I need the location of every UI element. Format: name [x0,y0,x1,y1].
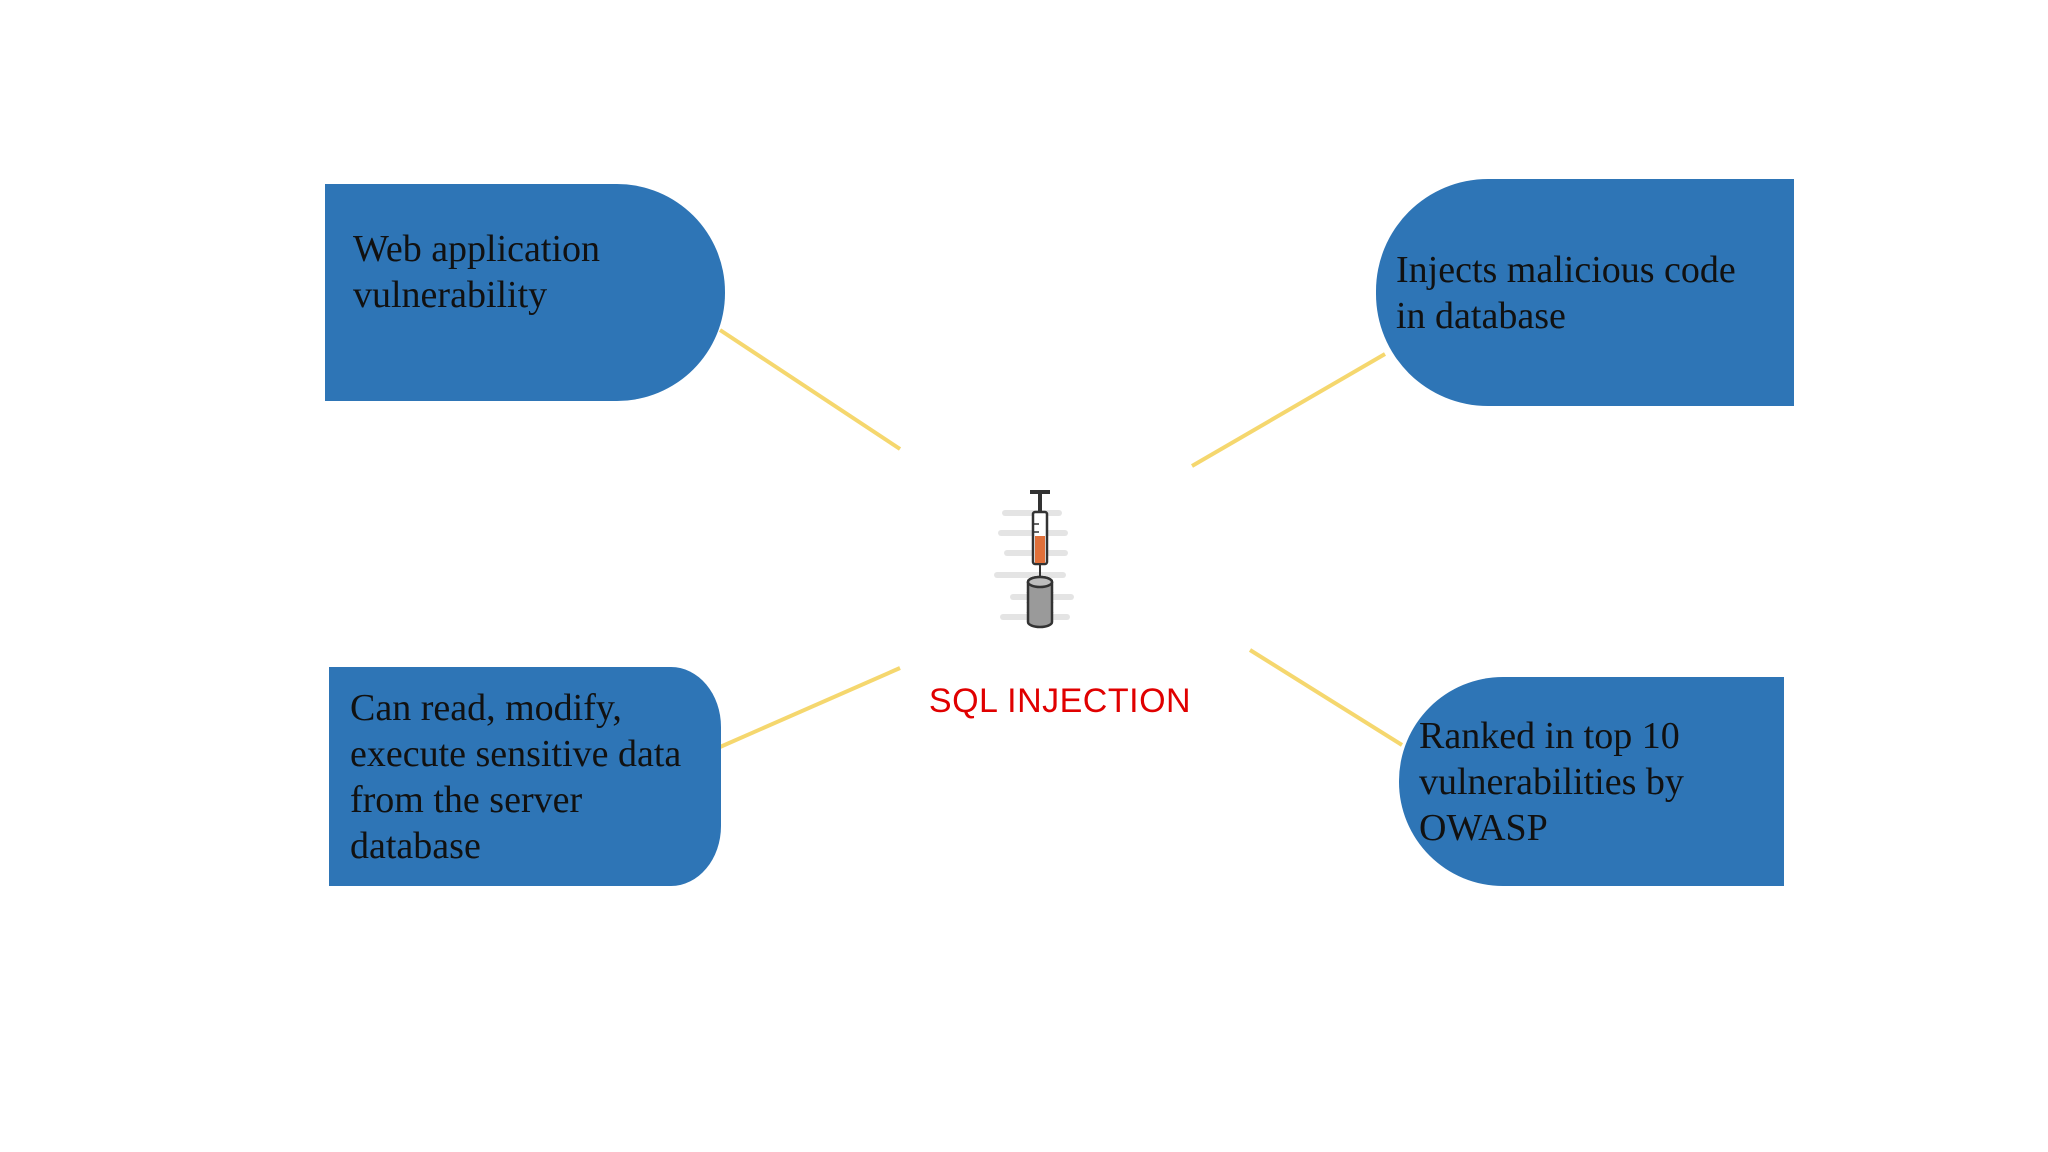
node-injects-malicious-code: Injects malicious code in database [1376,179,1794,406]
node-web-application-vulnerability: Web application vulnerability [325,184,725,401]
node-text: Web application vulnerability [353,228,601,316]
connector-bottom-left [719,666,901,749]
connector-top-right [1190,352,1387,468]
node-ranked-top-10-owasp: Ranked in top 10 vulnerabilities by OWAS… [1399,677,1784,886]
node-text: Injects malicious code in database [1396,249,1736,337]
center-label: SQL INJECTION [928,682,1192,720]
node-text: Can read, modify, execute sensitive data… [350,686,682,867]
connector-bottom-right [1248,648,1404,747]
node-read-modify-execute: Can read, modify, execute sensitive data… [329,667,721,886]
connector-top-left [718,328,902,451]
syringe-database-icon [994,490,1074,629]
node-text: Ranked in top 10 vulnerabilities by OWAS… [1419,715,1684,849]
